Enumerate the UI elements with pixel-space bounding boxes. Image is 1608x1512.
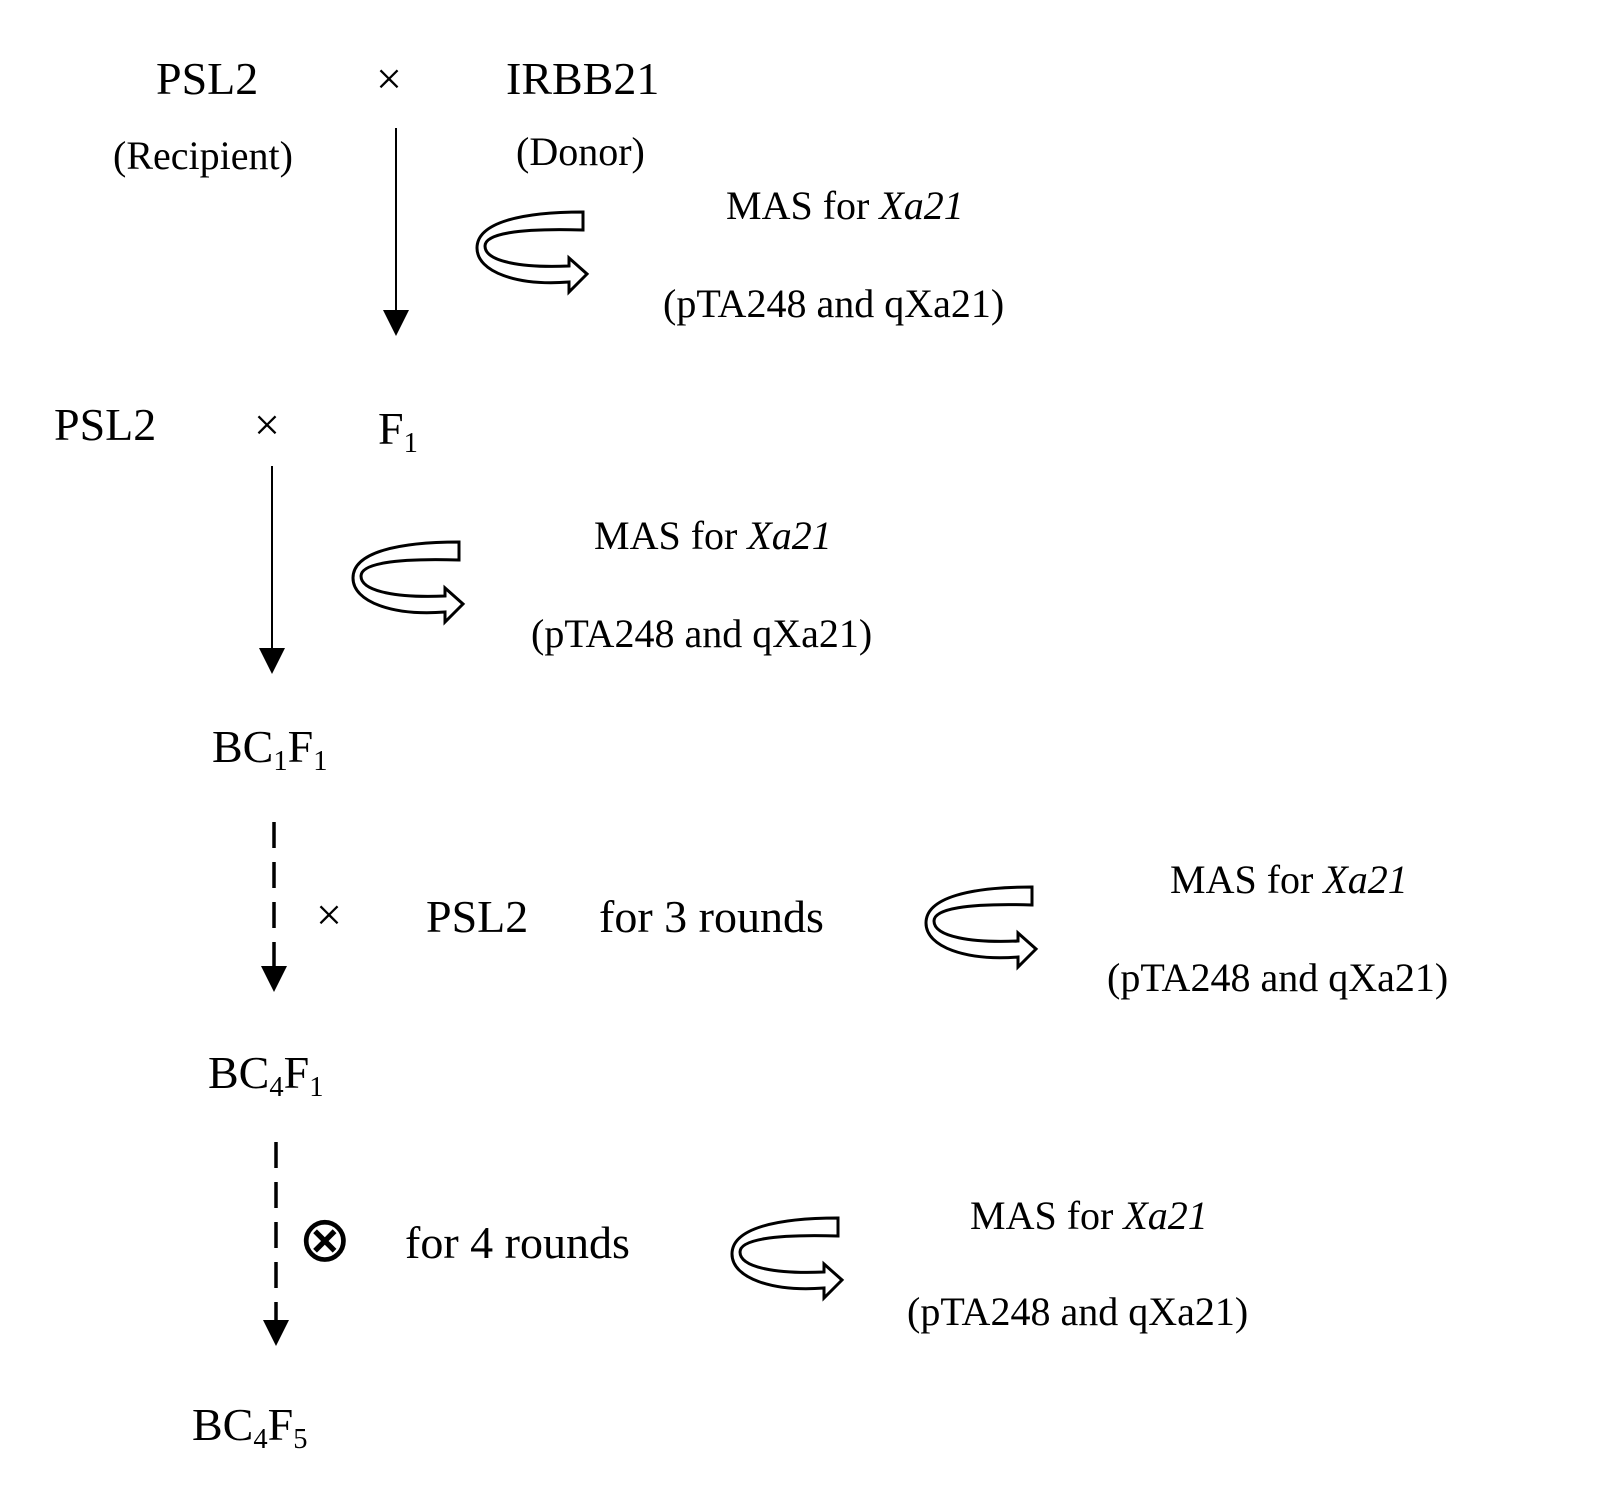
cross-symbol: × (316, 889, 342, 940)
mas-label: MAS for Xa21 (970, 1193, 1208, 1238)
self-pollination-icon: ⊗ (298, 1203, 352, 1277)
parent-recurrent: PSL2 (426, 891, 529, 942)
generation-f1: F1 (378, 403, 418, 459)
mas-markers: (pTA248 and qXa21) (531, 611, 873, 656)
parent-donor: IRBB21 (506, 53, 660, 104)
donor-role: (Donor) (516, 129, 645, 174)
cross-symbol: × (376, 53, 402, 104)
arrow-bc4f1-to-bc4f5 (263, 1142, 289, 1346)
recipient-role: (Recipient) (113, 133, 293, 178)
generation-bc1f1: BC1F1 (212, 721, 328, 777)
mas-label: MAS for Xa21 (1170, 857, 1408, 902)
rounds-label: for 4 rounds (405, 1217, 630, 1268)
arrow-bc1f1-to-bc4f1 (261, 822, 287, 992)
mas-markers: (pTA248 and qXa21) (663, 281, 1005, 326)
selection-loop-icon (351, 540, 466, 626)
selection-loop-icon (924, 885, 1039, 971)
mas-markers: (pTA248 and qXa21) (1107, 955, 1449, 1000)
arrow-cross2-to-bc1f1 (259, 466, 285, 674)
mas-label: MAS for Xa21 (726, 183, 964, 228)
selection-loop-icon (730, 1216, 845, 1302)
generation-bc4f5: BC4F5 (192, 1399, 308, 1455)
cross-symbol: × (254, 399, 280, 450)
rounds-label: for 3 rounds (599, 891, 824, 942)
mas-markers: (pTA248 and qXa21) (907, 1289, 1249, 1334)
selection-loop-icon (475, 210, 590, 296)
generation-bc4f1: BC4F1 (208, 1047, 324, 1103)
parent-recipient: PSL2 (156, 53, 259, 104)
arrow-cross1-to-f1 (383, 128, 409, 336)
mas-label: MAS for Xa21 (594, 513, 832, 558)
parent-recurrent: PSL2 (54, 399, 157, 450)
